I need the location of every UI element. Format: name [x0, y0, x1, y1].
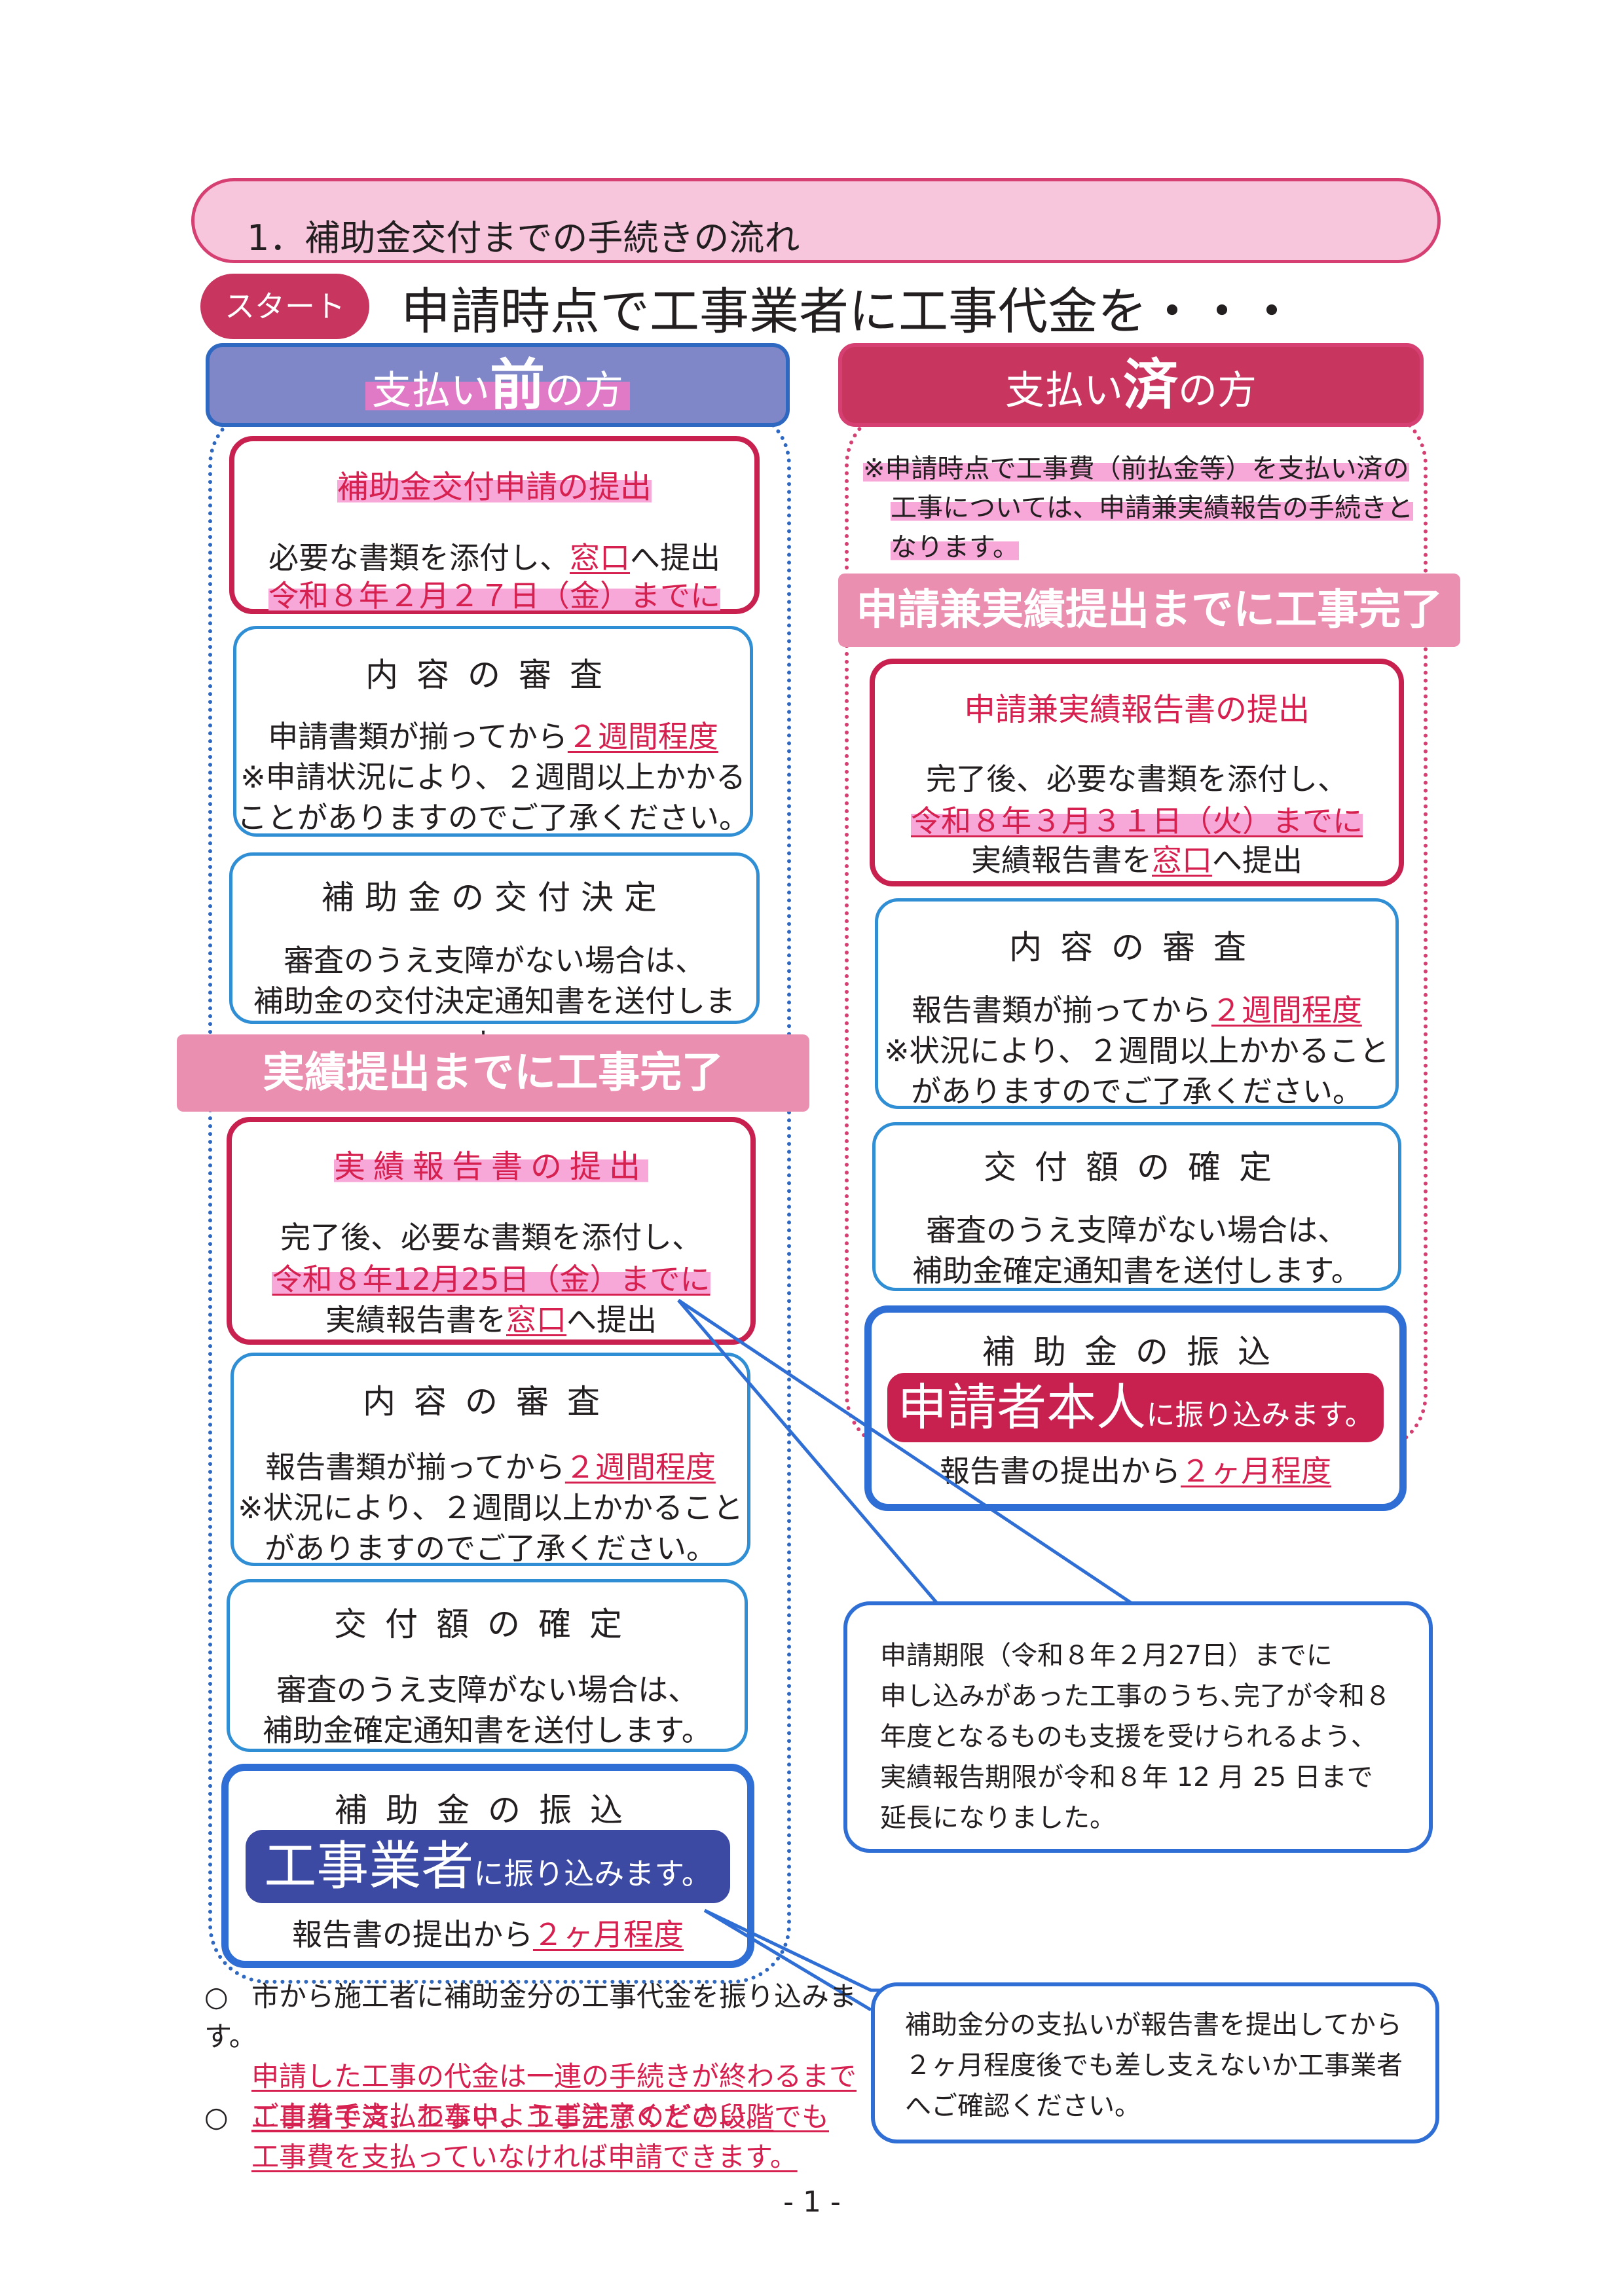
tab-before-payment-label: 支払い前の方	[210, 347, 786, 429]
left-review2-line1: 報告書類が揃ってから２週間程度	[265, 1449, 716, 1485]
callout1-line5: 延長になりました。	[880, 1803, 1116, 1833]
callout2-line1: 補助金分の支払いが報告書を提出してから	[905, 2010, 1402, 2040]
left-transfer-title: 補助金の振込	[335, 1791, 641, 1829]
callout2-line3: へご確認ください。	[905, 2091, 1141, 2121]
left-decision-box: 補助金の交付決定 審査のうえ支障がない場合は、 補助金の交付決定通知書を送付しま…	[229, 852, 760, 1062]
left-decision-line1: 審査のうえ支障がない場合は、	[284, 943, 705, 978]
left-transfer-pill: 工事業者に振り込みます。	[246, 1830, 730, 1903]
left-apply-title: 補助金交付申請の提出	[337, 469, 652, 505]
left-review-box-2: 内容の審査 報告書類が揃ってから２週間程度 ※状況により、２週間以上かかること …	[231, 1353, 750, 1566]
right-transfer-line: 報告書の提出から２ヶ月程度	[940, 1453, 1331, 1489]
left-confirm-box: 交付額の確定 審査のうえ支障がない場合は、 補助金確定通知書を送付します。	[227, 1579, 748, 1752]
callout1-line3: 年度となるものも支援を受けられるよう、	[880, 1722, 1377, 1752]
right-transfer-box: 補助金の振込 申請者本人に振り込みます。 報告書の提出から２ヶ月程度	[864, 1305, 1407, 1511]
tab-before-big: 前	[489, 353, 545, 417]
left-confirm-title: 交付額の確定	[334, 1605, 640, 1643]
left-review1-line1: 申請書類が揃ってから２週間程度	[268, 719, 718, 754]
callout1-line2: 申し込みがあった工事のうち､完了が令和８	[880, 1681, 1391, 1711]
right-stripe: 申請兼実績提出までに工事完了	[838, 574, 1460, 647]
right-notice-line2: 工事については、申請兼実績報告の手続きと	[891, 493, 1413, 523]
left-review2-line2: ※状況により、２週間以上かかること	[238, 1490, 743, 1525]
start-badge: スタート	[200, 274, 369, 339]
callout-deadline-extension: 申請期限（令和８年２月27日）までに 申し込みがあった工事のうち､完了が令和８ …	[843, 1601, 1433, 1853]
right-confirm-line2: 補助金確定通知書を送付します。	[912, 1253, 1361, 1288]
right-apply-deadline: 令和８年３月３１日（火）までに	[911, 803, 1363, 839]
right-review-line2: ※状況により、２週間以上かかること	[884, 1033, 1390, 1068]
bullet-2-line2: 工事費を支払っていなければ申請できます。	[251, 2140, 798, 2173]
section-header: 1．補助金交付までの手続きの流れ	[191, 178, 1441, 263]
start-title: 申請時点で工事業者に工事代金を・・・	[401, 282, 1297, 340]
right-review-box: 内容の審査 報告書類が揃ってから２週間程度 ※状況により、２週間以上かかること …	[875, 898, 1399, 1109]
left-confirm-line2: 補助金確定通知書を送付します。	[263, 1713, 712, 1748]
callout-payment-confirm: 補助金分の支払いが報告書を提出してから ２ヶ月程度後でも差し支えないか工事業者 …	[871, 1982, 1439, 2143]
tab-after-payment-label: 支払い済の方	[842, 347, 1420, 429]
callout1-line1: 申請期限（令和８年２月27日）までに	[880, 1641, 1333, 1671]
right-notice-line3: なります。	[891, 532, 1019, 562]
left-review2-title: 内容の審査	[363, 1383, 618, 1421]
right-confirm-line1: 審査のうえ支障がない場合は、	[926, 1212, 1348, 1248]
left-confirm-line1: 審査のうえ支障がない場合は、	[276, 1672, 698, 1707]
left-apply-deadline: 令和８年２月２７日（金）までに	[268, 578, 720, 613]
left-report-title: 実績報告書の提出	[333, 1148, 648, 1185]
right-apply-box: 申請兼実績報告書の提出 完了後、必要な書類を添付し、 令和８年３月３１日（火）ま…	[870, 659, 1404, 886]
left-review2-line3: がありますのでご了承ください。	[265, 1531, 716, 1566]
tab-after-payment: 支払い済の方	[838, 343, 1424, 427]
left-review-box-1: 内容の審査 申請書類が揃ってから２週間程度 ※申請状況により、２週間以上かかる …	[233, 626, 753, 837]
right-notice-line1: ※申請時点で工事費（前払金等）を支払い済の	[863, 454, 1409, 484]
left-decision-title: 補助金の交付決定	[322, 879, 667, 917]
left-report-box: 実績報告書の提出 完了後、必要な書類を添付し、 令和８年12月25日（金）までに…	[227, 1117, 756, 1345]
right-transfer-big: 申請者本人	[897, 1378, 1147, 1436]
left-report-deadline: 令和８年12月25日（金）までに	[272, 1262, 710, 1297]
left-review1-line3: ことがありますのでご了承ください。	[237, 800, 749, 835]
left-review1-title: 内容の審査	[365, 656, 621, 694]
left-report-line3: 実績報告書を窓口へ提出	[325, 1302, 657, 1338]
callout2-line2: ２ヶ月程度後でも差し支えないか工事業者	[905, 2050, 1403, 2081]
right-apply-line3: 実績報告書を窓口へ提出	[971, 843, 1302, 878]
callout2-pointer-2	[703, 1908, 872, 2012]
left-review1-line2: ※申請状況により、２週間以上かかる	[240, 759, 746, 795]
bullet-1-line3: ご自身で支払わないようご注意ください。	[251, 2100, 774, 2132]
tab-before-pre: 支払い	[371, 368, 490, 414]
bullet-1-line2: 申請した工事の代金は一連の手続きが終わるまで	[251, 2060, 857, 2092]
right-review-title: 内容の審査	[1009, 928, 1264, 966]
callout1-pointer-2	[677, 1298, 1134, 1606]
bullet-1: ○市から施工者に補助金分の工事代金を振り込みます。 申請した工事の代金は一連の手…	[204, 1977, 872, 2137]
left-transfer-big: 工事業者	[264, 1836, 474, 1897]
right-review-line1: 報告書類が揃ってから２週間程度	[912, 993, 1362, 1028]
left-transfer-box: 補助金の振込 工事業者に振り込みます。 報告書の提出から２ヶ月程度	[221, 1764, 754, 1968]
right-transfer-title: 補助金の振込	[982, 1333, 1289, 1371]
right-apply-line1: 完了後、必要な書類を添付し、	[926, 761, 1348, 797]
left-report-line1: 完了後、必要な書類を添付し、	[280, 1220, 702, 1255]
bullet-2-mark: ○	[204, 2101, 229, 2133]
bullet-1-mark: ○	[204, 1980, 229, 2013]
left-apply-box: 補助金交付申請の提出 必要な書類を添付し、窓口へ提出 令和８年２月２７日（金）ま…	[229, 436, 760, 614]
right-transfer-pill: 申請者本人に振り込みます。	[887, 1373, 1384, 1442]
tab-after-pre: 支払い	[1005, 368, 1123, 414]
left-apply-line1: 必要な書類を添付し、窓口へ提出	[268, 540, 720, 575]
tab-before-payment: 支払い前の方	[206, 343, 790, 427]
callout1-line4: 実績報告期限が令和８年 12 月 25 日まで	[880, 1762, 1373, 1793]
left-transfer-line: 報告書の提出から２ヶ月程度	[292, 1917, 684, 1952]
tab-after-big: 済	[1122, 353, 1178, 417]
callout1-pointer	[677, 1299, 1061, 1606]
left-stripe: 実績提出までに工事完了	[177, 1034, 809, 1112]
right-review-line3: がありますのでご了承ください。	[911, 1074, 1363, 1109]
section-title: 1．補助金交付までの手続きの流れ	[247, 217, 800, 259]
right-confirm-box: 交付額の確定 審査のうえ支障がない場合は、 補助金確定通知書を送付します。	[872, 1122, 1401, 1291]
left-transfer-small: に振り込みます。	[473, 1856, 712, 1891]
right-apply-title: 申請兼実績報告書の提出	[963, 691, 1310, 728]
bullet-2-line1: 工事着手済、工事中、工事完了のどの段階でも	[251, 2101, 830, 2133]
right-notice: ※申請時点で工事費（前払金等）を支払い済の 工事については、申請兼実績報告の手続…	[863, 449, 1426, 567]
bullet-2: ○ 工事着手済、工事中、工事完了のどの段階でも 工事費を支払っていなければ申請でき…	[204, 2098, 872, 2178]
page-number: - 1 -	[783, 2185, 841, 2219]
right-transfer-small: に振り込みます。	[1146, 1398, 1374, 1432]
right-confirm-title: 交付額の確定	[984, 1148, 1290, 1186]
bullet-1-line1: 市から施工者に補助金分の工事代金を振り込みます。	[204, 1980, 857, 2052]
tab-before-post: の方	[545, 368, 623, 414]
tab-after-post: の方	[1178, 368, 1257, 414]
